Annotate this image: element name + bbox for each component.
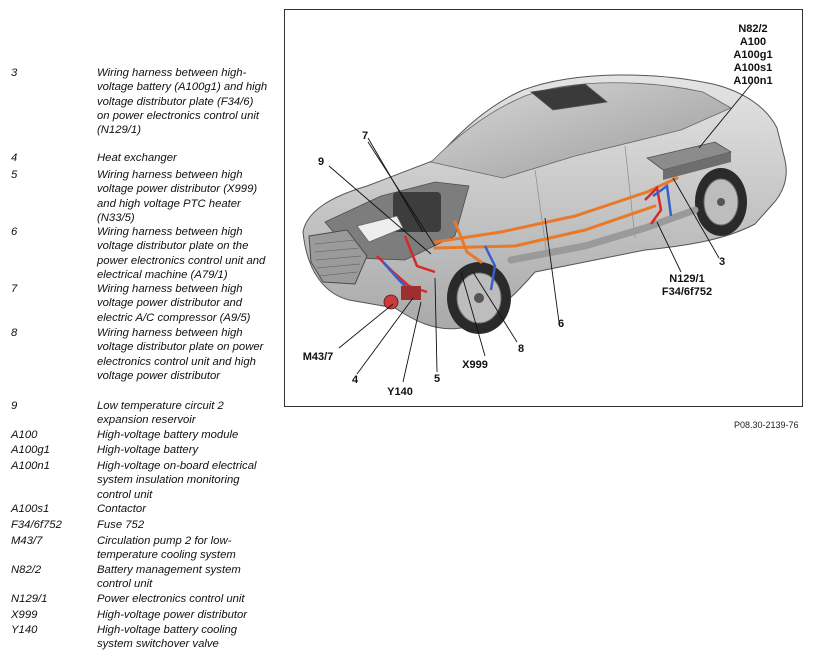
callout-4: 4 [352, 374, 359, 386]
sunroof [530, 83, 608, 111]
legend-list: 3 Wiring harness between high-voltage ba… [0, 0, 280, 660]
legend-code: 3 [11, 67, 18, 79]
callout-n129-1: N129/1 [669, 273, 704, 285]
callout-9: 9 [318, 156, 324, 168]
legend-code: 8 [11, 327, 18, 339]
legend-code: A100n1 [11, 460, 50, 472]
legend-description: Wiring harness between high voltage powe… [97, 169, 258, 224]
car-glasshouse [430, 82, 732, 179]
front-wheel [447, 262, 511, 334]
legend-code: N82/2 [11, 564, 42, 576]
legend-code: A100g1 [11, 444, 50, 456]
car-body [302, 74, 787, 330]
legend-description: Low temperature circuit 2 expansion rese… [97, 400, 224, 427]
callout-3: 3 [719, 256, 725, 268]
callout-n82-2: N82/2 [738, 23, 767, 35]
callout-y140: Y140 [387, 386, 413, 398]
legend-code: X999 [11, 609, 38, 621]
circulation-pump [383, 294, 399, 310]
legend-code: 4 [11, 152, 18, 164]
legend-code: A100s1 [11, 503, 50, 515]
exhaust-pipe [507, 206, 699, 264]
door-seams [534, 145, 636, 257]
callout-f34-6f752: F34/6f752 [662, 286, 712, 298]
callout-a100s1: A100s1 [734, 62, 773, 74]
callout-6: 6 [558, 318, 564, 330]
rear-wheel [695, 168, 747, 236]
legend-description: Circulation pump 2 for low-temperature c… [97, 535, 236, 562]
heat-exchanger [401, 286, 421, 300]
callout-x999: X999 [462, 359, 488, 371]
legend-description: High-voltage power distributor [97, 609, 248, 621]
legend-description: Power electronics control unit [97, 593, 245, 605]
callout-7: 7 [362, 130, 368, 142]
legend-description: Wiring harness between high voltage dist… [97, 226, 266, 281]
legend-description: Battery management system control unit [97, 564, 241, 591]
legend-code: 5 [11, 169, 18, 181]
car-illustration: N82/2 A100 A100g1 A100s1 A100n1 7 9 3 N1… [302, 23, 787, 398]
grille-slats [314, 239, 362, 277]
leader-lines [328, 81, 754, 383]
front-grille [308, 229, 368, 285]
legend-description: Wiring harness between high-voltage batt… [97, 67, 268, 137]
callout-a100n1: A100n1 [733, 75, 772, 87]
legend-description: Wiring harness between high voltage powe… [97, 283, 251, 324]
legend-description: Fuse 752 [97, 519, 145, 531]
legend-code: Y140 [11, 624, 38, 636]
car-illustration-panel: N82/2 A100 A100g1 A100s1 A100n1 7 9 3 N1… [284, 9, 803, 407]
legend-code: F34/6f752 [11, 519, 62, 531]
callout-5: 5 [434, 373, 440, 385]
legend-description: High-voltage on-board electrical system … [97, 460, 257, 501]
legend-description: High-voltage battery [97, 444, 199, 456]
hv-battery-module [646, 141, 732, 180]
legend-code: N129/1 [11, 593, 48, 605]
legend-description: Contactor [97, 503, 146, 515]
figure-reference-code: P08.30-2139-76 [734, 420, 799, 430]
callout-a100g1: A100g1 [733, 49, 772, 61]
callout-m43-7: M43/7 [303, 351, 334, 363]
legend-code: 7 [11, 283, 18, 295]
legend-code: M43/7 [11, 535, 43, 547]
legend-description: Heat exchanger [97, 152, 177, 164]
legend-code: 9 [11, 400, 18, 412]
legend-description: High-voltage battery cooling system swit… [97, 624, 238, 651]
headlight [356, 215, 404, 243]
legend-description: Wiring harness between high voltage dist… [97, 327, 264, 382]
legend-description: High-voltage battery module [97, 429, 239, 441]
legend-code: A100 [11, 429, 38, 441]
legend-code: 6 [11, 226, 18, 238]
callout-8: 8 [518, 343, 524, 355]
callout-a100: A100 [740, 36, 766, 48]
